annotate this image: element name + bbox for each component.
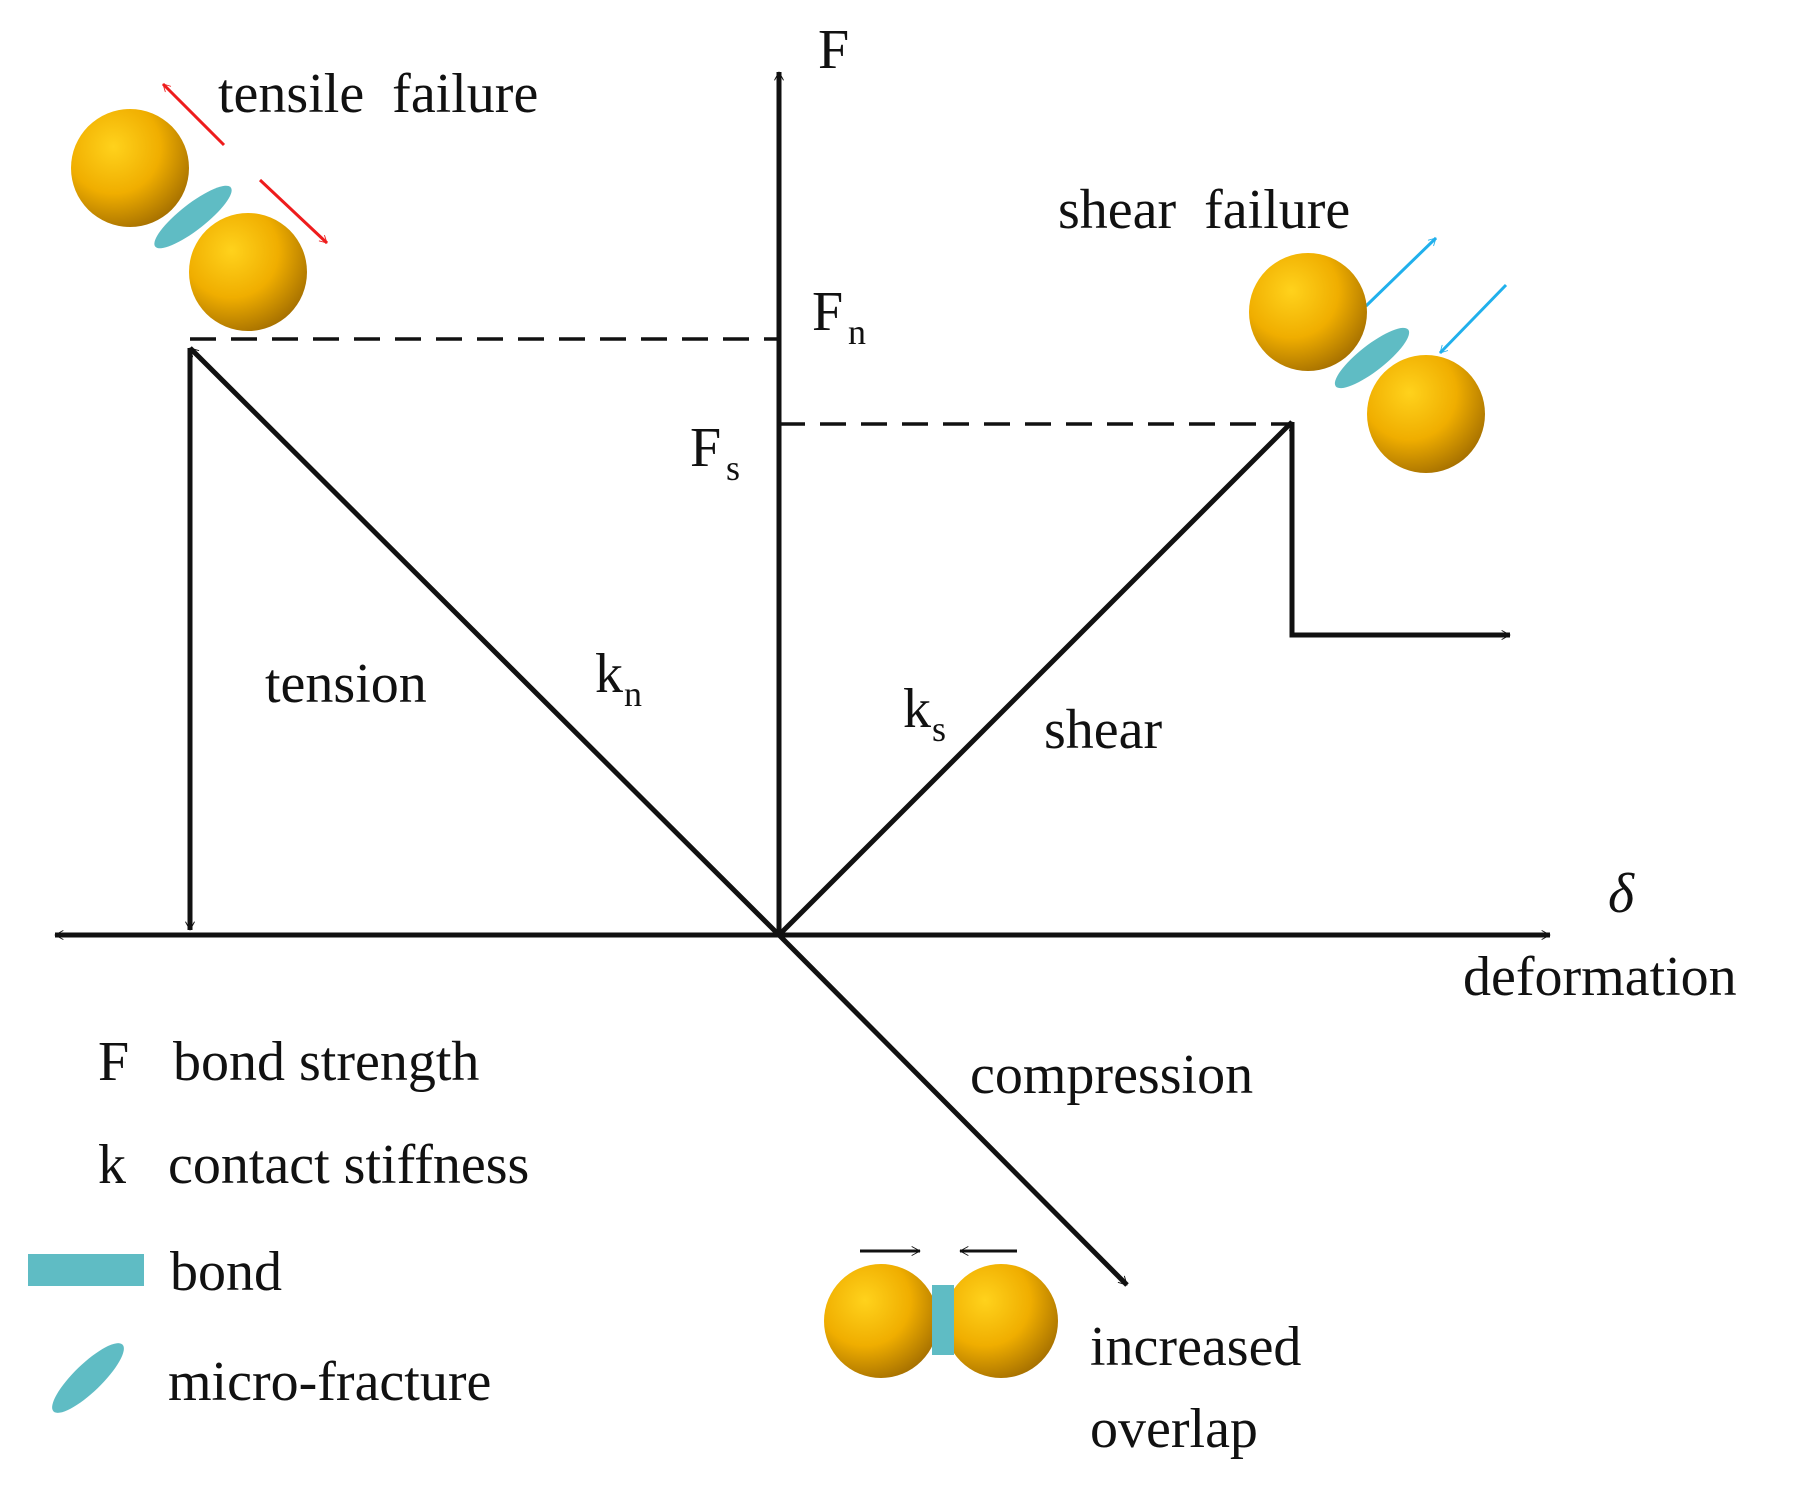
shear-failure-illustration: shear failure bbox=[1058, 179, 1508, 473]
shear-failure-label: shear failure bbox=[1058, 179, 1350, 241]
tensile-failure-label: tensile failure bbox=[218, 63, 538, 125]
compression-line bbox=[777, 933, 1129, 1287]
deformation-label: deformation bbox=[1463, 946, 1737, 1008]
fn-label-subscript: n bbox=[848, 312, 866, 352]
increased-overlap-illustration: increased overlap bbox=[824, 1246, 1301, 1460]
tensile-arrow-down-right bbox=[258, 178, 329, 245]
legend-bond-swatch bbox=[28, 1254, 144, 1286]
fn-label: F n bbox=[812, 281, 866, 352]
kn-label-main: k bbox=[595, 643, 623, 705]
delta-axis-label: δ bbox=[1608, 863, 1635, 925]
increased-label: increased bbox=[1090, 1316, 1301, 1378]
shear-residual-arrow bbox=[1289, 422, 1511, 640]
tension-label: tension bbox=[265, 653, 427, 715]
fs-label-subscript: s bbox=[726, 448, 740, 488]
compression-label: compression bbox=[970, 1044, 1253, 1106]
tensile-micro-fracture bbox=[154, 185, 232, 249]
legend-f-text: bond strength bbox=[173, 1031, 479, 1093]
shear-particle-lower bbox=[1367, 355, 1485, 473]
legend-bond-text: bond bbox=[170, 1241, 282, 1303]
shear-micro-fracture bbox=[1334, 327, 1410, 389]
ks-label: k s bbox=[903, 678, 946, 749]
legend-k-symbol: k bbox=[98, 1134, 126, 1196]
legend-micro-fracture-swatch bbox=[52, 1343, 124, 1413]
ks-stiffness-line bbox=[777, 420, 1294, 937]
tensile-failure-illustration: tensile failure bbox=[71, 63, 538, 331]
fs-label-main: F bbox=[690, 417, 721, 479]
shear-particle-upper bbox=[1249, 253, 1367, 371]
kn-label-subscript: n bbox=[624, 674, 642, 714]
ks-label-subscript: s bbox=[932, 709, 946, 749]
overlap-particle-right bbox=[944, 1264, 1058, 1378]
overlap-label: overlap bbox=[1090, 1398, 1258, 1460]
tensile-arrow-up-left bbox=[161, 82, 226, 147]
shear-arrow-down-left bbox=[1438, 283, 1508, 355]
kn-stiffness-line bbox=[188, 346, 781, 937]
legend: F bond strength k contact stiffness bond… bbox=[28, 1031, 529, 1413]
overlap-particle-left bbox=[824, 1264, 938, 1378]
fn-label-main: F bbox=[812, 281, 843, 343]
tensile-particle-lower bbox=[189, 213, 307, 331]
overlap-bond bbox=[932, 1285, 954, 1355]
legend-f-symbol: F bbox=[98, 1031, 129, 1093]
legend-k-text: contact stiffness bbox=[168, 1134, 529, 1196]
legend-micro-fracture-text: micro-fracture bbox=[168, 1351, 491, 1413]
kn-label: k n bbox=[595, 643, 642, 714]
force-axis-label: F bbox=[818, 19, 849, 81]
ks-label-main: k bbox=[903, 678, 931, 740]
shear-label: shear bbox=[1044, 699, 1163, 761]
tensile-particle-upper bbox=[71, 109, 189, 227]
fs-label: F s bbox=[690, 417, 740, 488]
shear-arrow-up-right bbox=[1364, 236, 1438, 308]
